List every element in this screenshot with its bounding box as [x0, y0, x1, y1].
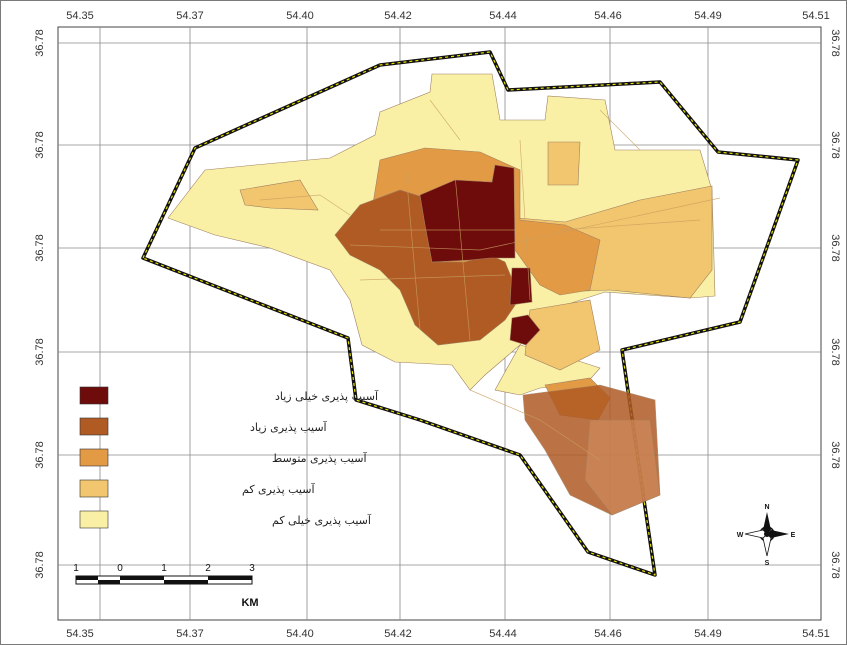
zone-high-south-tint	[584, 419, 661, 516]
north-arrow-icon: N S E W	[737, 504, 796, 567]
legend-label-low: آسیب پذیری کم	[242, 482, 315, 496]
lat-tick-right: 36.78	[829, 131, 841, 159]
lon-tick-top: 54.35	[66, 10, 94, 22]
legend-label-very-low: آسیب پذیری خیلی کم	[272, 513, 372, 527]
zone-low-west	[239, 179, 319, 211]
zone-very-high-east	[509, 267, 533, 306]
zone-very-high	[419, 164, 516, 263]
lon-tick-top: 54.44	[489, 10, 517, 22]
city-boundary	[141, 50, 800, 577]
lon-tick-bottom: 54.42	[384, 628, 412, 640]
vulnerability-zones	[167, 73, 716, 516]
lat-tick-left: 36.78	[34, 338, 46, 366]
scale-unit: KM	[241, 597, 258, 609]
legend-swatch-very-low	[79, 510, 109, 529]
compass-n: N	[764, 504, 769, 511]
lon-tick-bottom: 54.46	[594, 628, 622, 640]
lat-tick-left: 36.78	[34, 551, 46, 579]
scale-label: 1	[161, 563, 167, 574]
lon-tick-top: 54.51	[802, 10, 830, 22]
compass-e: E	[791, 532, 796, 539]
scale-label: 2	[205, 563, 211, 574]
legend: آسیب پذیری خیلی زیاد آسیب پذیری زیاد آسی…	[79, 386, 379, 529]
lat-tick-left: 36.78	[34, 131, 46, 159]
lon-tick-bottom: 54.49	[694, 628, 722, 640]
lon-tick-top: 54.37	[176, 10, 204, 22]
zone-very-high-south	[509, 314, 541, 346]
legend-label-very-high: آسیب پذیری خیلی زیاد	[275, 389, 379, 403]
lat-tick-left: 36.78	[34, 441, 46, 469]
legend-swatch-very-high	[79, 386, 109, 405]
scale-label: 3	[249, 563, 255, 574]
legend-swatch-low	[79, 479, 109, 498]
lat-tick-right: 36.78	[829, 338, 841, 366]
compass-s: S	[765, 560, 770, 567]
lat-tick-right: 36.78	[829, 441, 841, 469]
lat-tick-left: 36.78	[34, 29, 46, 57]
lon-tick-top: 54.40	[286, 10, 314, 22]
lon-tick-top: 54.46	[594, 10, 622, 22]
scale-label: 0	[117, 563, 123, 574]
legend-swatch-medium	[79, 448, 109, 467]
lon-tick-bottom: 54.35	[66, 628, 94, 640]
lon-tick-bottom: 54.51	[802, 628, 830, 640]
lat-tick-right: 36.78	[829, 29, 841, 57]
lon-tick-top: 54.42	[384, 10, 412, 22]
lon-tick-bottom: 54.37	[176, 628, 204, 640]
zone-low-south	[524, 299, 601, 371]
lon-tick-bottom: 54.44	[489, 628, 517, 640]
compass-w: W	[737, 532, 744, 539]
lat-tick-right: 36.78	[829, 234, 841, 262]
lat-tick-right: 36.78	[829, 551, 841, 579]
lat-ticks-right: 36.78 36.78 36.78 36.78 36.78 36.78	[829, 29, 841, 579]
scale-label: 1	[73, 563, 79, 574]
scale-bar: 1 0 1 2 3 KM	[73, 563, 258, 609]
street-network	[259, 99, 721, 461]
lat-ticks-left: 36.78 36.78 36.78 36.78 36.78 36.78	[34, 29, 46, 579]
lon-tick-bottom: 54.40	[286, 628, 314, 640]
lon-tick-top: 54.49	[694, 10, 722, 22]
lon-ticks-top: 54.35 54.37 54.40 54.42 54.44 54.46 54.4…	[66, 10, 830, 22]
legend-swatch-high	[79, 417, 109, 436]
legend-label-high: آسیب پذیری زیاد	[250, 420, 328, 434]
lat-tick-left: 36.78	[34, 234, 46, 262]
legend-label-medium: آسیب پذیری متوسط	[272, 451, 367, 465]
lon-ticks-bottom: 54.35 54.37 54.40 54.42 54.44 54.46 54.4…	[66, 628, 830, 640]
zone-low-north	[547, 141, 581, 186]
